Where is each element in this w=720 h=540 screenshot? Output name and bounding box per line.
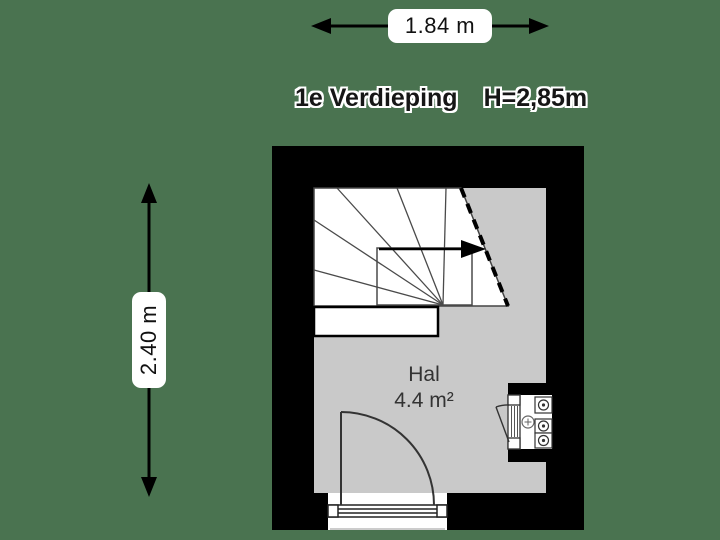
room-area: 4.4 m²: [394, 389, 454, 412]
arrow-up-icon: [141, 183, 157, 203]
ceiling-height-label: H=2,85m: [483, 84, 588, 112]
arrow-down-icon: [141, 477, 157, 497]
meter-units: [521, 396, 553, 449]
door-jamb-left: [327, 504, 339, 518]
cupboard-door-open-leaf: [495, 406, 510, 443]
headroom-dashed-line: [459, 187, 510, 307]
entry-door: [327, 411, 448, 530]
door-jamb-right: [436, 504, 448, 518]
door-swing-arc: [340, 411, 435, 506]
width-dimension-value: 1.84 m: [404, 13, 476, 38]
arrow-right-icon: [529, 18, 549, 34]
meter-dial-dot: [541, 424, 546, 428]
floor-name-label: 1e Verdieping: [295, 84, 458, 112]
cupboard-door-louvers: [511, 406, 518, 437]
stair-lower-step: [312, 305, 440, 338]
arrow-left-icon: [311, 18, 331, 34]
cupboard-jamb-top: [507, 394, 521, 406]
gas-meter-icon: [521, 415, 535, 429]
threshold-steps: [328, 504, 447, 518]
stair-treads: [313, 187, 447, 306]
door-opening: [328, 493, 447, 530]
meter-cupboard: [495, 383, 553, 462]
width-dimension-label: 1.84 m: [388, 9, 492, 43]
height-dimension-value: 2.40 m: [136, 304, 162, 376]
staircase: [312, 187, 510, 338]
meter-dial-dot: [541, 438, 546, 443]
room-name: Hal: [408, 363, 440, 386]
cupboard-jamb-bottom: [507, 437, 521, 450]
meter-dial-dot: [541, 403, 546, 407]
cupboard-door-swing-arc: [495, 404, 510, 408]
room-label: Hal 4.4 m²: [354, 362, 494, 414]
stair-direction-arrow-icon: [461, 240, 486, 258]
height-dimension-label: 2.40 m: [132, 292, 166, 388]
floor-title: 1e Verdieping H=2,85m: [295, 84, 605, 113]
